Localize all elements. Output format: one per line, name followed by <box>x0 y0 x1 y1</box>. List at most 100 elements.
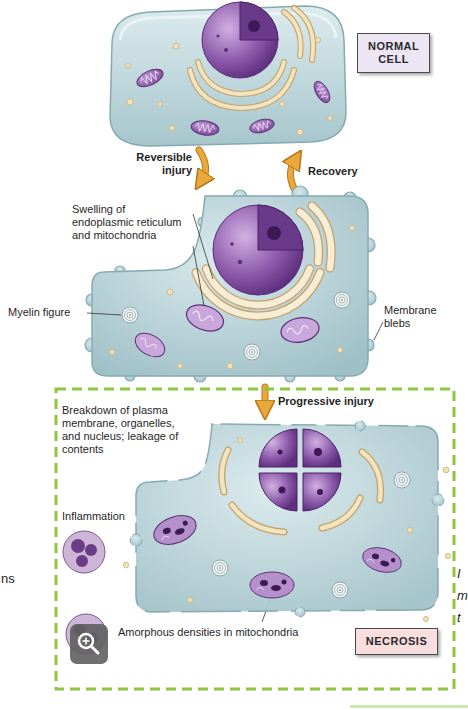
necrotic-cell <box>303 429 341 467</box>
necrotic-cell <box>259 473 297 511</box>
necrotic-cell <box>432 494 444 506</box>
callout-label: Membrane blebs <box>384 304 454 330</box>
necrotic-cell <box>278 448 324 495</box>
box-text: NORMAL CELL <box>368 40 419 66</box>
necrotic-cell <box>250 572 294 598</box>
text-fragment: ns <box>1 571 15 587</box>
injured-cell <box>279 315 321 345</box>
necrotic-cell <box>355 421 365 431</box>
necrotic-cell <box>222 450 228 492</box>
necrotic-cell <box>317 489 323 495</box>
injured-cell <box>85 186 376 382</box>
text-fragment: I <box>457 566 461 582</box>
necrotic-cell <box>222 450 381 532</box>
normal-cell <box>328 116 333 121</box>
necrotic-cell <box>332 582 348 598</box>
necrotic-cell <box>362 452 381 500</box>
normal-cell <box>216 34 219 37</box>
necrotic-cell <box>423 616 428 621</box>
callout-label: Myelin figure <box>8 306 84 319</box>
necrotic-cell <box>222 450 381 532</box>
injured-cell <box>196 206 331 316</box>
necrotic-cell <box>237 437 242 442</box>
necrotic-cell <box>360 544 404 577</box>
normal-cell <box>110 2 346 146</box>
necrotic-cell <box>130 534 142 546</box>
necrotic-cell <box>232 505 284 532</box>
necrotic-cell <box>279 487 286 494</box>
necrotic-cell <box>232 505 284 532</box>
zoom-icon <box>91 646 98 653</box>
normal-cell <box>158 102 162 106</box>
inflammatory-cell <box>63 531 105 573</box>
injured-cell <box>238 260 242 264</box>
injured-cell <box>109 349 114 354</box>
necrotic-cell <box>259 429 341 511</box>
injured-cell <box>167 289 173 295</box>
state-box: NECROSIS <box>355 628 438 655</box>
state-arrow <box>199 150 206 178</box>
injured-cell <box>349 225 354 230</box>
necrotic-cell <box>394 472 410 488</box>
normal-cell <box>248 117 276 136</box>
text-fragment: m <box>457 588 468 604</box>
injured-cell <box>230 242 234 246</box>
injured-cell <box>196 206 331 316</box>
leader-line <box>193 214 213 279</box>
injured-cell <box>337 347 342 352</box>
injured-cell <box>85 186 376 382</box>
injured-cell <box>267 226 281 240</box>
necrotic-cell <box>136 424 438 612</box>
footer-rule <box>350 705 468 708</box>
normal-cell <box>240 2 278 40</box>
zoom-icon <box>70 624 108 664</box>
necrotic-cell <box>136 424 438 612</box>
box-text: NECROSIS <box>366 635 427 648</box>
callout-label: Amorphous densities in mitochondria <box>118 626 298 639</box>
normal-cell <box>248 20 260 32</box>
zoom-icon <box>70 624 108 664</box>
necrotic-cell <box>295 607 305 617</box>
inflammatory-cell <box>76 555 88 567</box>
normal-cell <box>127 99 133 105</box>
injured-cell <box>312 206 331 268</box>
injured-cell <box>213 205 303 295</box>
necrotic-cell <box>445 553 450 558</box>
necrotic-cell <box>303 473 341 511</box>
leader-line <box>374 322 383 340</box>
normal-cell <box>173 43 179 49</box>
necrotic-cell <box>407 527 412 532</box>
necrotic-cell <box>123 437 450 621</box>
normal-cell <box>297 129 303 135</box>
callout-label: Swelling of endoplasmic reticulum and mi… <box>72 203 186 242</box>
necrotic-cell <box>187 597 192 602</box>
injured-cell <box>258 205 303 250</box>
necrotic-cell <box>443 467 449 473</box>
necrotic-cell <box>150 510 200 549</box>
injured-cell <box>334 292 350 308</box>
leader-line <box>87 313 121 315</box>
necrotic-cell <box>212 560 228 576</box>
normal-cell <box>202 2 278 78</box>
normal-cell <box>315 37 320 42</box>
inflammatory-cell <box>71 539 85 553</box>
necrotic-cell <box>222 450 228 492</box>
necrotic-cell <box>314 448 322 456</box>
injured-cell <box>244 344 260 360</box>
normal-cell <box>224 48 228 52</box>
injured-cell <box>227 363 233 369</box>
necrotic-cell <box>222 450 381 532</box>
inflammatory-cell <box>85 544 97 556</box>
normal-cell <box>126 37 333 135</box>
text-fragment: t <box>457 610 461 626</box>
normal-cell <box>294 8 313 60</box>
normal-cell <box>169 125 174 130</box>
necrotic-cell <box>123 562 129 568</box>
normal-cell <box>311 79 333 106</box>
leader-line <box>193 246 204 306</box>
arrow-label: Reversible injury <box>118 151 192 177</box>
injured-cell <box>122 307 138 323</box>
injured-cell <box>131 328 169 361</box>
